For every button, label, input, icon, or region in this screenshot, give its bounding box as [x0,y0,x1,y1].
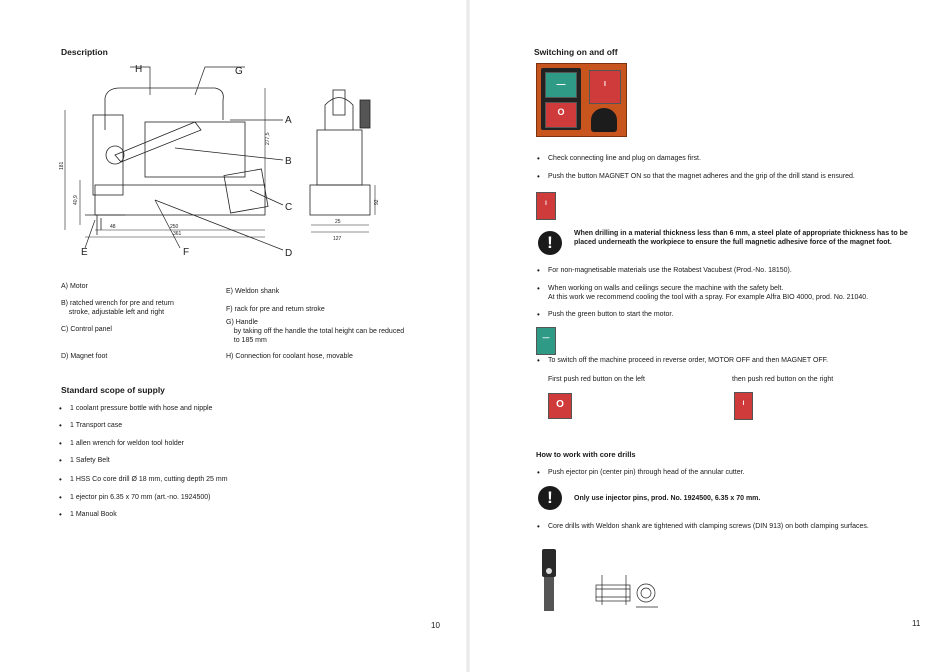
right-page: Switching on and off — O I •Check connec… [470,0,950,672]
dim-40: 40,9 [73,195,79,205]
description-title: Description [61,47,108,57]
warning-injector-pins: Only use injector pins, prod. No. 192450… [574,495,761,502]
panel-red-button-right: I [589,70,621,104]
bullet-switch-off: •To switch off the machine proceed in re… [537,356,829,365]
column-shape [92,114,124,196]
bullet-walls-ceilings: •When working on walls and ceilings secu… [537,284,869,301]
bullet-check-line: •Check connecting line and plug on damag… [537,154,701,163]
magnet-foot-shape [94,184,266,216]
front-body-shape [316,129,363,186]
motor-off-button-icon: O [548,393,572,419]
magnet-off-button-icon: I [734,392,753,420]
screw-end-view [636,583,656,603]
left-page: Description [0,0,468,672]
supply-item: •1 Safety Belt [59,456,110,465]
dim-250: 250 [170,224,179,230]
motor-on-button-icon: — [536,327,556,355]
wrench-hub [105,145,125,165]
dim-48: 48 [110,224,116,230]
bullet-start-motor: •Push the green button to start the moto… [537,310,674,319]
part-f: F) rack for pre and return stroke [226,306,325,313]
dim-181: 181 [59,161,65,170]
off-left-caption: First push red button on the left [548,376,645,383]
off-right-caption: then push red button on the right [732,376,834,383]
supply-item: •1 Manual Book [59,510,117,519]
panel-red-button-left: O [545,102,577,128]
magnet-on-button-icon: I [536,192,556,220]
screwdriver-shape [542,549,556,577]
part-h: H) Connection for coolant hose, movable [226,353,353,360]
wrench-shape [114,121,202,163]
machine-diagram: H G A B C D E F 48 250 361 25 127 277,5 … [59,64,380,259]
motor-shape [144,121,246,178]
front-foot-shape [309,184,371,216]
panel-green-button: — [545,72,577,98]
clamping-screw-illustration [542,549,658,611]
dim-92: 92 [374,199,380,205]
supply-item: •1 Transport case [59,421,123,430]
control-panel-photo: — O I [536,63,627,137]
part-b: B) ratched wrench for pre and return str… [61,300,174,316]
bullet-weldon-shank: •Core drills with Weldon shank are tight… [537,522,869,531]
page-number-left: 10 [431,621,440,630]
supply-item: •1 coolant pressure bottle with hose and… [59,404,213,413]
part-c: C) Control panel [61,326,112,333]
dim-361: 361 [173,231,182,237]
bullet-ejector-pin: •Push ejector pin (center pin) through h… [537,468,745,477]
label-d: D [285,248,292,259]
core-drills-title: How to work with core drills [536,450,636,459]
supply-item: •1 ejector pin 6.35 x 70 mm (art.-no. 19… [59,493,211,502]
part-a: A) Motor [61,283,88,290]
dim-277: 277,5 [265,132,271,145]
panel-knob [591,108,617,132]
handle-shape [104,87,224,130]
dim-127: 127 [333,236,342,242]
label-c: C [285,202,292,213]
supply-title: Standard scope of supply [61,385,165,395]
bullet-magnet-on: •Push the button MAGNET ON so that the m… [537,172,855,181]
label-h: H [135,64,142,75]
label-b: B [285,156,292,167]
warning-icon: ! [538,486,562,510]
supply-item: •1 HSS Co core drill Ø 18 mm, cutting de… [59,475,228,484]
page-gutter [466,0,470,672]
label-a: A [285,115,292,126]
part-e: E) Weldon shank [226,288,280,295]
warning-icon: ! [538,231,562,255]
supply-item: •1 allen wrench for weldon tool holder [59,439,185,448]
control-box-shape [223,168,269,214]
part-d: D) Magnet foot [61,353,108,360]
dim-25: 25 [335,219,341,225]
part-g: G) Handle by taking off the handle the t… [226,319,405,344]
bullet-non-magnetic: •For non-magnetisable materials use the … [537,266,792,275]
warning-thin-material: When drilling in a material thickness le… [574,230,908,246]
label-g: G [235,66,243,77]
switching-title: Switching on and off [534,47,618,57]
label-f: F [183,247,189,258]
page-number-right: 11 [912,619,921,628]
label-e: E [81,247,88,258]
screw-side-view [595,584,631,602]
